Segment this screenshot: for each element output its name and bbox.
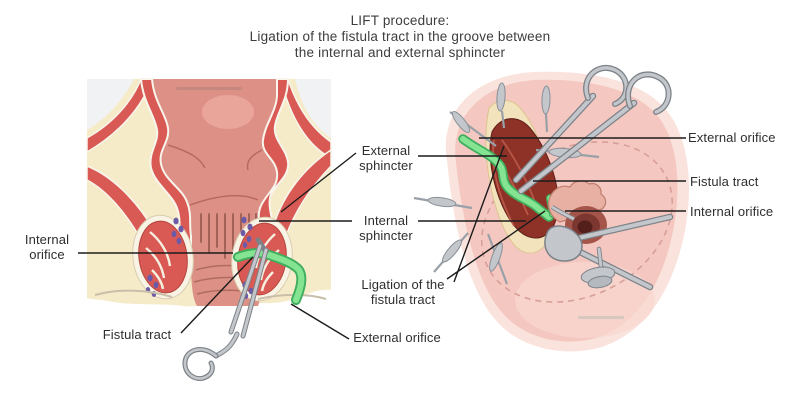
rectum-highlight — [202, 95, 254, 129]
label-fistula-tract-right: Fistula tract — [690, 174, 759, 189]
surgical-clamp — [182, 237, 269, 381]
pelvic-space-left — [87, 79, 134, 130]
left-illustration — [86, 78, 332, 381]
rectal-folds — [167, 144, 263, 206]
right-illustration — [413, 65, 689, 352]
pointer-fistula-tract-left — [180, 256, 254, 334]
label-fistula-tract-left: Fistula tract — [102, 327, 172, 342]
levator-band-left — [86, 78, 154, 154]
watermark — [578, 316, 624, 319]
label-external-orifice-right: External orifice — [688, 130, 776, 145]
pointer-external-sphincter-left — [280, 152, 357, 213]
label-ligation-of-fistula-tract: Ligation of the fistula tract — [361, 277, 445, 307]
anal-retractor — [544, 213, 674, 291]
watermark — [176, 87, 242, 90]
pointer-lines — [78, 137, 686, 340]
ring-forceps — [512, 65, 672, 195]
pelvic-space-right — [295, 79, 331, 138]
pointer-ligation-1 — [446, 210, 546, 280]
pointer-external-orifice-left — [290, 303, 350, 340]
label-internal-sphincter: Internal sphincter — [359, 213, 413, 243]
label-internal-orifice-right: Internal orifice — [690, 204, 774, 219]
label-external-orifice-left: External orifice — [353, 330, 441, 345]
label-external-sphincter: External sphincter — [359, 143, 413, 173]
label-internal-orifice-left: Internal orifice — [24, 232, 70, 262]
figure-title: LIFT procedure: Ligation of the fistula … — [249, 13, 551, 60]
pointer-ligation-2 — [453, 145, 505, 283]
